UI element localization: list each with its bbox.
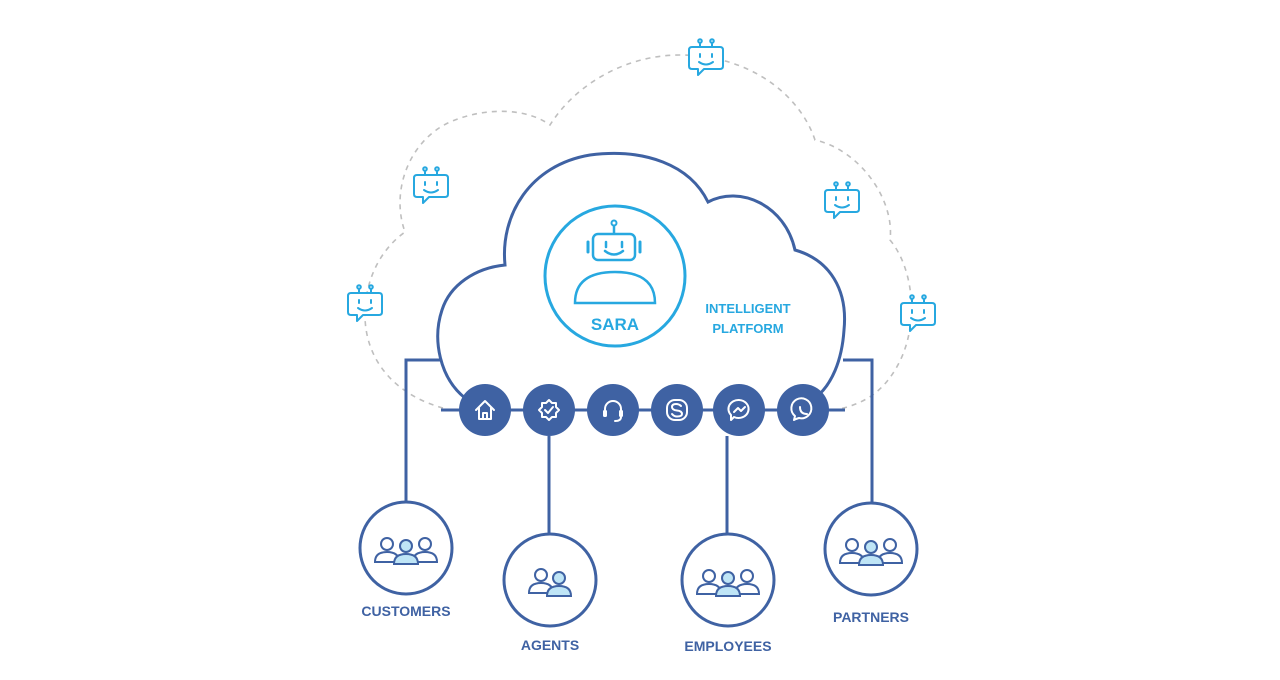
chatbot-icon <box>824 181 860 219</box>
chatbot-icon <box>347 284 383 322</box>
sara-robot-head-icon <box>586 219 642 262</box>
customers-connector <box>404 358 441 502</box>
channel-skype[interactable] <box>651 384 703 436</box>
employees-node[interactable] <box>680 532 776 628</box>
sara-body-icon <box>573 270 657 305</box>
partners-node[interactable] <box>823 501 919 597</box>
messenger-icon <box>727 399 750 421</box>
sara-avatar <box>543 204 687 348</box>
platform-label-line2: PLATFORM <box>712 321 783 336</box>
partners-connector <box>843 358 874 502</box>
sara-label: SARA <box>591 315 639 334</box>
home-icon <box>475 400 495 420</box>
channel-messenger[interactable] <box>713 384 765 436</box>
platform-label-line1: INTELLIGENT <box>705 301 790 316</box>
channel-home[interactable] <box>459 384 511 436</box>
headset-icon <box>603 400 623 422</box>
verified-gear-icon <box>538 399 560 421</box>
outer-dashed-cloud <box>364 54 913 411</box>
channel-whatsapp[interactable] <box>777 384 829 436</box>
skype-icon <box>666 399 688 421</box>
chatbot-icon <box>900 294 936 332</box>
employees-label: EMPLOYEES <box>684 638 771 654</box>
chatbot-icon <box>688 38 724 76</box>
chatbot-icon <box>413 166 449 204</box>
channel-support[interactable] <box>523 384 575 436</box>
agents-label: AGENTS <box>521 637 579 653</box>
customers-node[interactable] <box>358 500 454 596</box>
whatsapp-icon <box>790 397 813 421</box>
partners-label: PARTNERS <box>833 609 909 625</box>
customers-label: CUSTOMERS <box>361 603 450 619</box>
channel-voice[interactable] <box>587 384 639 436</box>
agents-node[interactable] <box>502 532 598 628</box>
